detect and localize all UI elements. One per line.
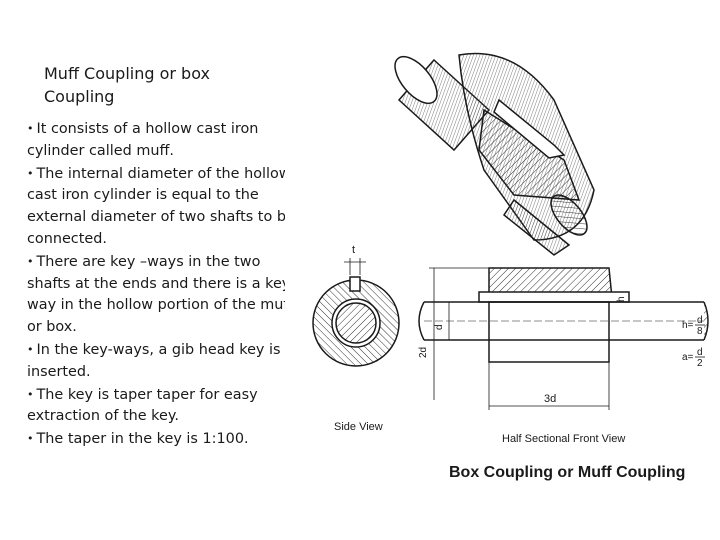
bullet-text: way in the hollow portion of the muff [27,297,285,314]
bullet-text: The taper in the key is 1:100. [36,431,249,448]
front-view-label: Half Sectional Front View [502,433,625,445]
side-view: t Side View [312,244,400,433]
bullet-text: extraction of the key. [27,408,179,425]
bullet-text: In the key-ways, a gib head key is [36,341,281,358]
dim-t-label: t [352,244,355,256]
front-view: d 2d 3d h Half Sectional Front View [418,267,709,445]
side-view-keyway [349,276,361,292]
bullet-line: way in the hollow portion of the muff [27,295,285,317]
bullet-dot-icon: • [27,122,34,135]
slide-title-text: Muff Coupling or box Coupling [44,64,210,106]
slide-title: Muff Coupling or box Coupling [44,62,274,108]
coupling-figure: t Side View d [284,40,720,500]
bullet-line: •The taper in the key is 1:100. [27,428,285,451]
bullet-text: There are key –ways in the two [36,253,261,270]
bullet-text: The key is taper taper for easy [36,386,258,403]
bullet-line: •The key is taper taper for easy [27,384,285,407]
right-shaft [502,198,571,256]
side-view-label: Side View [334,421,383,433]
formula-a-den: 2 [697,358,703,369]
formula-h: h= [682,320,694,331]
bullet-line: inserted. [27,362,285,384]
bullet-dot-icon: • [27,166,34,180]
dim-3d-label: 3d [544,393,556,405]
dim-h-label: h [616,296,627,302]
key [493,98,566,159]
bullet-line: •There are key –ways in the two [27,251,285,274]
formula-h-num: d [697,315,703,326]
bullet-line: external diameter of two shafts to be [27,207,285,229]
bullet-line: •The internal diameter of the hollow [27,163,285,186]
bullet-line: cast iron cylinder is equal to the [27,185,285,207]
figure-caption: Box Coupling or Muff Coupling [449,464,685,481]
bullet-line: shafts at the ends and there is a key [27,274,285,296]
side-view-shaft [335,302,377,344]
formulas: h= d 8 a= d 2 [682,315,705,369]
formula-a: a= [682,352,694,363]
bullet-text: or box. [27,319,77,336]
isometric-view [394,52,595,256]
front-key [478,291,630,303]
formula-h-den: 8 [697,326,703,337]
bullet-text: shafts at the ends and there is a key [27,275,285,292]
left-shaft-end [394,55,438,105]
bullet-text: It consists of a hollow cast iron [36,121,259,137]
bullet-text: cylinder called muff. [27,142,174,159]
coupling-drawing: t Side View d [312,52,709,481]
dim-d-label: d [434,324,445,330]
bullet-line: •In the key-ways, a gib head key is [27,339,285,362]
bullet-text: connected. [27,230,107,247]
bullet-text: inserted. [27,363,91,380]
bullet-line: extraction of the key. [27,406,285,428]
bullet-dot-icon: • [27,254,34,268]
right-shaft-end [550,194,588,236]
formula-a-num: d [697,347,703,358]
bullet-dot-icon: • [27,342,34,356]
bullet-line: •It consists of a hollow cast iron [27,118,285,141]
bullet-text: cast iron cylinder is equal to the [27,187,259,204]
front-muff-outline [488,301,610,363]
bullet-dot-icon: • [27,432,34,446]
bullet-line: connected. [27,229,285,251]
bullet-text: The internal diameter of the hollow [36,165,286,182]
bullet-text: external diameter of two shafts to be [27,209,285,226]
bullet-line: or box. [27,317,285,339]
bullet-dot-icon: • [27,387,34,401]
dim-2d-label: 2d [418,347,429,358]
bullet-line: cylinder called muff. [27,141,285,163]
